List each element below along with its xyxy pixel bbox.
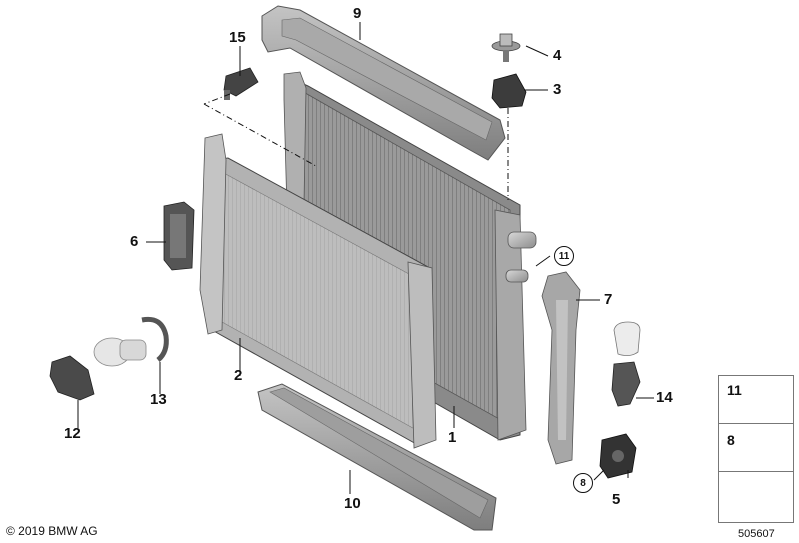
clamp-band-part: [141, 316, 169, 362]
callout-15: 15: [229, 29, 246, 46]
reference-number: 505607: [738, 528, 775, 540]
callout-5: 5: [612, 491, 621, 508]
dash-dot-lines: [203, 93, 509, 200]
callout-1: 1: [448, 429, 457, 446]
callout-11-circle: 11: [554, 246, 574, 266]
top-air-duct-part: [261, 5, 506, 161]
legend-arrow-cell: [719, 472, 793, 522]
rubber-pad-part: [599, 433, 637, 479]
callout-9: 9: [353, 5, 362, 22]
sensor-part: [223, 67, 259, 100]
callout-12: 12: [64, 425, 81, 442]
pump-bracket-part: [49, 355, 95, 401]
seal-strip-part: [541, 271, 581, 465]
callout-3: 3: [553, 81, 562, 98]
legend-number: 11: [727, 382, 742, 398]
copyright-text: © 2019 BMW AG: [6, 524, 98, 538]
radiator-part-2: [199, 133, 437, 449]
side-bracket-part: [163, 201, 195, 271]
callout-8-circle: 8: [573, 473, 593, 493]
reservoir-part: [611, 321, 641, 407]
callout-6: 6: [130, 233, 139, 250]
legend-number: 8: [727, 432, 735, 448]
callout-14: 14: [656, 389, 673, 406]
callout-7: 7: [604, 291, 613, 308]
callout-4: 4: [553, 47, 562, 64]
mount-part: [491, 73, 527, 109]
leader-lines: [77, 22, 654, 494]
water-pump-part: [93, 337, 147, 367]
legend-item-8: 8: [719, 424, 793, 472]
callout-10: 10: [344, 495, 361, 512]
legend-item-11: 11: [719, 376, 793, 424]
callout-13: 13: [150, 391, 167, 408]
callout-2: 2: [234, 367, 243, 384]
parts-legend: 11 8: [718, 375, 794, 523]
lower-air-deflector-part: [257, 383, 497, 531]
clip-part: [491, 33, 521, 62]
